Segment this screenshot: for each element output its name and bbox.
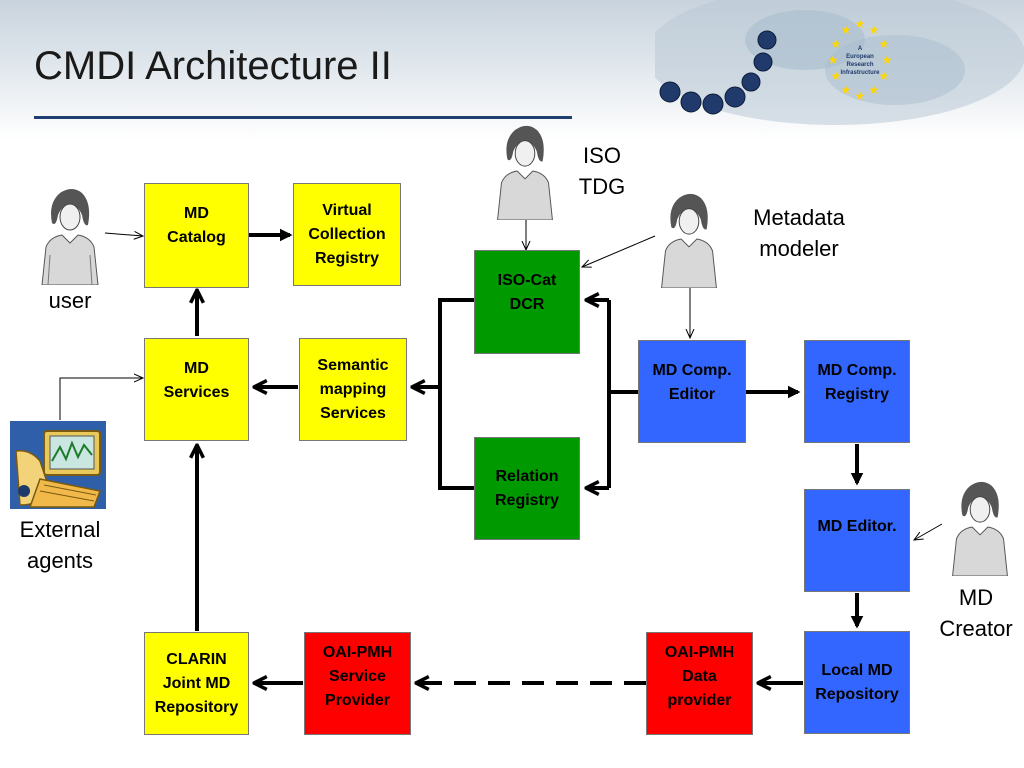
- logo-text-3: Research: [846, 62, 873, 68]
- logo-text-1: A: [858, 46, 863, 52]
- thin-arrow-modeler-to-isocat: [582, 235, 656, 267]
- clarin-joint-md-repository-box: CLARIN Joint MD Repository: [144, 632, 249, 735]
- svg-text:★: ★: [841, 23, 852, 37]
- metadata-modeler-label: Metadata modeler: [753, 205, 845, 261]
- logo-text-2: European: [846, 54, 874, 60]
- user-person-icon: [41, 189, 99, 285]
- svg-text:★: ★: [869, 23, 880, 37]
- relation-registry-box: Relation Registry: [474, 437, 580, 540]
- svg-text:★: ★: [882, 53, 893, 67]
- md-services-box: MD Services: [144, 338, 249, 441]
- svg-text:★: ★: [828, 53, 839, 67]
- svg-text:★: ★: [855, 89, 866, 103]
- user-label: user: [48, 288, 92, 313]
- bracket-dcr-relation-left: [438, 298, 474, 490]
- md-catalog-box: MD Catalog: [144, 183, 249, 288]
- md-editor-box: MD Editor.: [804, 489, 910, 592]
- local-md-repository-box: Local MD Repository: [804, 631, 910, 734]
- svg-text:★: ★: [869, 83, 880, 97]
- thin-arrow-agents-to-services: [59, 378, 143, 420]
- external-agents-label: External agents: [19, 517, 101, 573]
- svg-text:★: ★: [831, 37, 842, 51]
- svg-text:★: ★: [841, 83, 852, 97]
- md-comp-editor-box: MD Comp. Editor: [638, 340, 746, 443]
- thin-arrow-creator-to-mdeditor: [914, 523, 943, 540]
- iso-tdg-person-icon: [497, 125, 553, 220]
- svg-text:★: ★: [879, 37, 890, 51]
- md-creator-person-icon: [952, 481, 1008, 576]
- svg-text:★: ★: [831, 69, 842, 83]
- svg-text:★: ★: [855, 17, 866, 31]
- virtual-collection-registry-box: Virtual Collection Registry: [293, 183, 401, 286]
- metadata-modeler-person-icon: [661, 193, 717, 288]
- md-comp-registry-box: MD Comp. Registry: [804, 340, 910, 443]
- computer-agent-icon: [10, 421, 106, 509]
- md-creator-label: MD Creator: [939, 585, 1013, 641]
- eric-logo: ★★★ ★★★ ★★★ ★★★ A European Research Infr…: [655, 0, 1024, 125]
- logo-text-4: Infrastructure: [840, 70, 880, 76]
- title-underline: [34, 116, 572, 119]
- semantic-mapping-services-box: Semantic mapping Services: [299, 338, 407, 441]
- iso-tdg-label: ISO TDG: [578, 143, 626, 199]
- oai-pmh-data-provider-box: OAI-PMH Data provider: [646, 632, 753, 735]
- oai-pmh-service-provider-box: OAI-PMH Service Provider: [304, 632, 411, 735]
- svg-text:★: ★: [879, 69, 890, 83]
- iso-cat-dcr-box: ISO-Cat DCR: [474, 250, 580, 354]
- thin-arrow-user-to-catalog: [104, 233, 143, 236]
- page-title: CMDI Architecture II: [34, 44, 392, 88]
